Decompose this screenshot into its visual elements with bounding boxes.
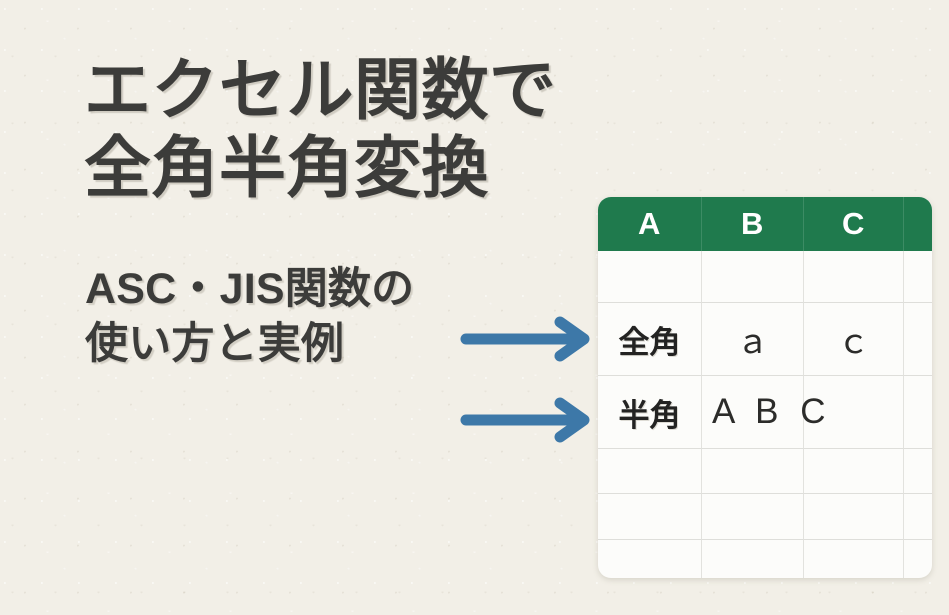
cell-a2-value: 全角 [618, 324, 681, 360]
spreadsheet[interactable]: A B C 全角 ａ ｃ 半角 A B [598, 197, 932, 578]
cell-d2[interactable] [904, 303, 932, 376]
cell-c1[interactable] [804, 251, 904, 303]
cell-d4[interactable] [904, 449, 932, 494]
column-header-b[interactable]: B [702, 197, 804, 251]
page-subtitle: ASC・JIS関数の 使い方と実例 [85, 262, 505, 372]
cell-b5[interactable] [702, 494, 804, 540]
cell-c2-value: ｃ [837, 323, 870, 360]
column-header-c[interactable]: C [804, 197, 904, 251]
cell-d6[interactable] [904, 540, 932, 578]
cell-a6[interactable] [598, 540, 702, 578]
cell-b1[interactable] [702, 251, 804, 303]
page-subtitle-line-1: ASC・JIS関数の [85, 265, 415, 313]
cell-b3[interactable]: A B C [702, 376, 825, 449]
cell-d3[interactable] [904, 376, 932, 449]
cell-c6[interactable] [804, 540, 904, 578]
spreadsheet-grid: A B C 全角 ａ ｃ 半角 A B [598, 197, 932, 578]
page-title-line-2: 全角半角変換 [84, 131, 489, 206]
cell-b6[interactable] [702, 540, 804, 578]
cell-b2-value: ａ [736, 323, 769, 360]
cell-b4[interactable] [702, 449, 804, 494]
cell-a3[interactable]: 半角 [598, 376, 702, 449]
page-title: エクセル関数で 全角半角変換 [84, 52, 684, 208]
arrow-right-icon-top [460, 316, 592, 362]
cell-d1[interactable] [904, 251, 932, 303]
cell-c4[interactable] [804, 449, 904, 494]
cell-c5[interactable] [804, 494, 904, 540]
cell-d5[interactable] [904, 494, 932, 540]
cell-a3-value: 半角 [618, 397, 681, 433]
cell-c3[interactable] [804, 376, 904, 449]
cell-a5[interactable] [598, 494, 702, 540]
cell-a1[interactable] [598, 251, 702, 303]
column-header-a[interactable]: A [598, 197, 702, 251]
cell-a4[interactable] [598, 449, 702, 494]
column-header-d[interactable] [904, 197, 932, 251]
page-title-line-1: エクセル関数で [84, 53, 557, 128]
cell-c2[interactable]: ｃ [804, 303, 904, 376]
page-subtitle-line-2: 使い方と実例 [85, 320, 345, 368]
arrow-right-icon-bottom [460, 397, 592, 443]
cell-b2[interactable]: ａ [702, 303, 804, 376]
cell-a2[interactable]: 全角 [598, 303, 702, 376]
